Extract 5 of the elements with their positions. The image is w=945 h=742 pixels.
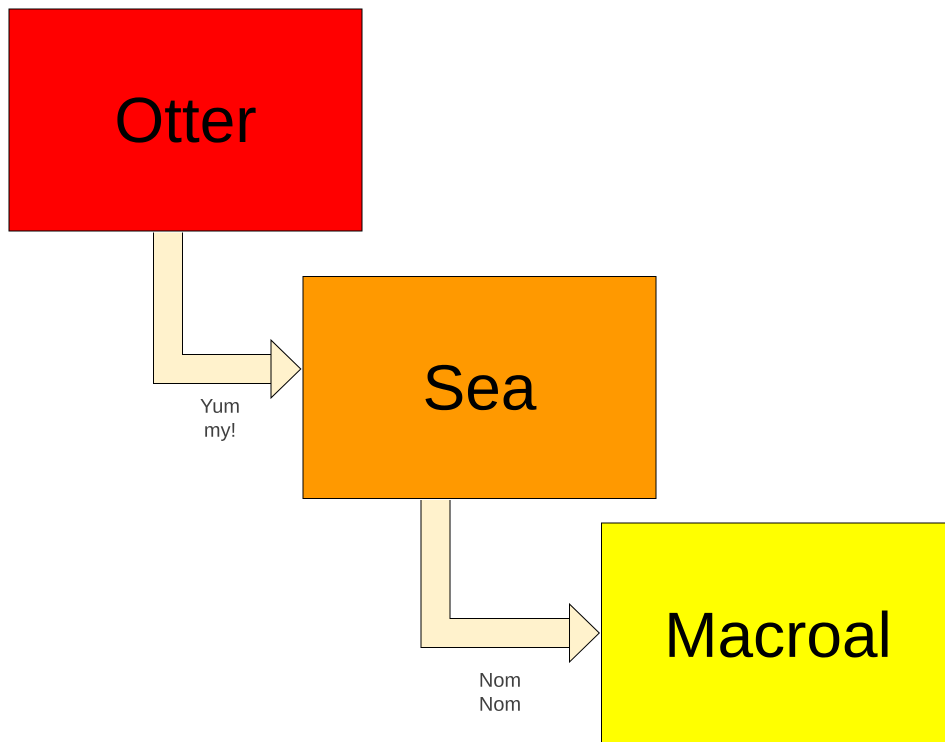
edge-label: Nom Nom xyxy=(480,673,520,711)
process-box: Macroal xyxy=(601,522,945,742)
process-box: Otter xyxy=(8,8,362,232)
process-box: Sea xyxy=(302,276,656,499)
edge-label: Yum my! xyxy=(200,399,239,441)
